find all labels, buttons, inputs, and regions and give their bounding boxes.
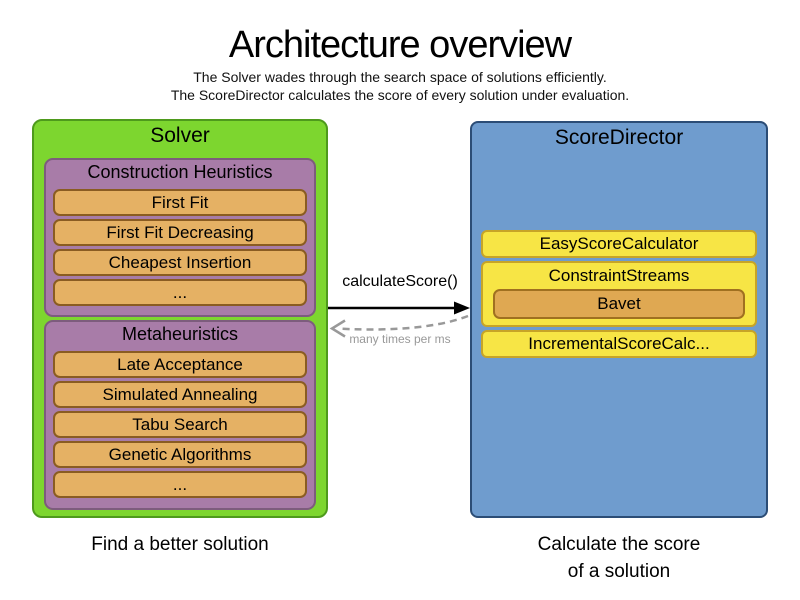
metaheuristics-items: Late Acceptance Simulated Annealing Tabu… [53,351,307,501]
metaheuristics-group: Metaheuristics Late Acceptance Simulated… [44,320,316,510]
heuristic-item: First Fit Decreasing [53,219,307,246]
construction-heuristics-title: Construction Heuristics [87,162,273,182]
solid-right-arrow [328,301,470,315]
scoredirector-caption-line-2: of a solution [567,561,671,582]
heuristic-item: Late Acceptance [53,351,307,378]
scoredirector-box: ScoreDirector EasyScoreCalculator Constr… [470,121,768,518]
subtitle-line-1: The Solver wades through the search spac… [193,69,607,85]
calculator-item-easyscorecalculator: EasyScoreCalculator [481,230,757,258]
heuristic-item: Genetic Algorithms [53,441,307,468]
constraintstreams-label: ConstraintStreams [548,266,690,285]
calculate-score-label: calculateScore() [342,273,458,290]
heuristic-item: ... [53,471,307,498]
many-times-label: many times per ms [349,332,451,346]
construction-heuristics-group: Construction Heuristics First Fit First … [44,158,316,317]
heuristic-item: First Fit [53,189,307,216]
diagram-subtitle: The Solver wades through the search spac… [0,68,800,104]
metaheuristics-title: Metaheuristics [121,324,239,344]
scoredirector-caption: Calculate the score of a solution [470,531,768,585]
scoredirector-caption-line-1: Calculate the score [537,534,701,555]
calculate-score-arrows [328,301,470,338]
heuristic-item: Tabu Search [53,411,307,438]
dashed-left-arrow [329,314,469,338]
subtitle-line-2: The ScoreDirector calculates the score o… [170,87,630,103]
heuristic-item: ... [53,279,307,306]
bavet-item: Bavet [493,289,745,319]
heuristic-item: Cheapest Insertion [53,249,307,276]
solver-title: Solver [150,124,210,147]
solver-caption: Find a better solution [91,534,269,555]
diagram-title: Architecture overview [228,24,572,66]
scoredirector-title: ScoreDirector [554,126,684,149]
solver-box: Solver Construction Heuristics First Fit… [32,119,328,518]
calculator-item-constraintstreams: ConstraintStreams Bavet [481,261,757,327]
calculator-item-incrementalscorecalc: IncrementalScoreCalc... [481,330,757,358]
construction-heuristics-items: First Fit First Fit Decreasing Cheapest … [53,189,307,309]
heuristic-item: Simulated Annealing [53,381,307,408]
